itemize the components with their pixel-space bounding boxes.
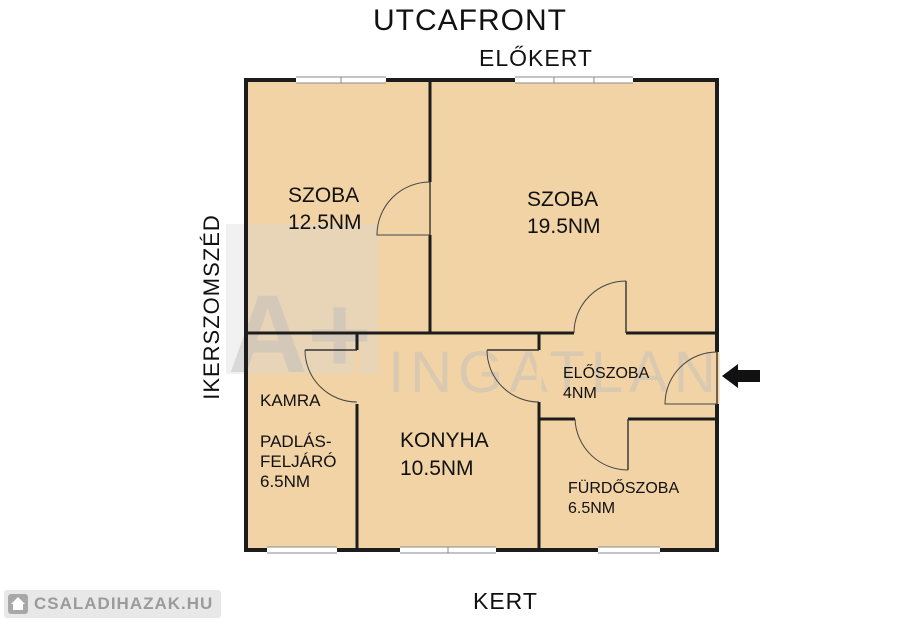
neighbor-label: IKERSZOMSZÉD	[199, 214, 224, 400]
room-konyha-area: 10.5NM	[400, 457, 474, 480]
window-top-right	[515, 76, 633, 84]
window-bottom-konyha	[400, 546, 496, 554]
doors	[304, 181, 720, 471]
door-kamra	[304, 349, 360, 404]
room-konyha-name: KONYHA	[400, 429, 489, 452]
room-szoba-small-area: 12.5NM	[288, 211, 362, 234]
room-eloszoba-name: ELŐSZOBA	[563, 363, 650, 382]
site-badge: CSALADIHAZAK.HU	[4, 590, 222, 618]
watermark-text: INGATLAN	[388, 340, 722, 405]
windows	[267, 76, 660, 554]
room-kamra-line2: PADLÁS-	[260, 432, 332, 451]
window-bottom-kamra	[267, 546, 337, 554]
window-top-left	[296, 76, 386, 84]
room-kamra-name: KAMRA	[260, 391, 321, 410]
door-konyha	[486, 349, 542, 403]
room-eloszoba-area: 4NM	[563, 385, 597, 402]
site-badge-text: CSALADIHAZAK.HU	[34, 594, 214, 613]
window-bottom-furdo	[598, 546, 660, 554]
room-kamra-line3: FELJÁRÓ	[260, 452, 337, 471]
arrow-left-icon	[722, 364, 760, 388]
house-icon	[8, 594, 28, 614]
front-yard-label: ELŐKERT	[479, 45, 593, 71]
room-labels: SZOBA 12.5NM SZOBA 19.5NM KAMRA PADLÁS- …	[260, 184, 679, 517]
door-szoba-large	[573, 280, 627, 336]
room-kamra-area: 6.5NM	[260, 472, 310, 491]
door-furdo	[574, 416, 629, 471]
door-szoba	[376, 181, 433, 236]
room-szoba-large-area: 19.5NM	[527, 215, 601, 238]
room-furdoszoba-name: FÜRDŐSZOBA	[568, 478, 679, 497]
room-szoba-small-name: SZOBA	[288, 184, 359, 207]
garden-label: KERT	[473, 588, 538, 614]
room-furdoszoba-area: 6.5NM	[568, 500, 615, 517]
floor-area	[246, 80, 717, 550]
door-entrance	[664, 351, 720, 405]
room-szoba-large-name: SZOBA	[527, 188, 598, 211]
watermark-logo-box	[226, 224, 378, 374]
street-front-label: UTCAFRONT	[373, 4, 567, 37]
